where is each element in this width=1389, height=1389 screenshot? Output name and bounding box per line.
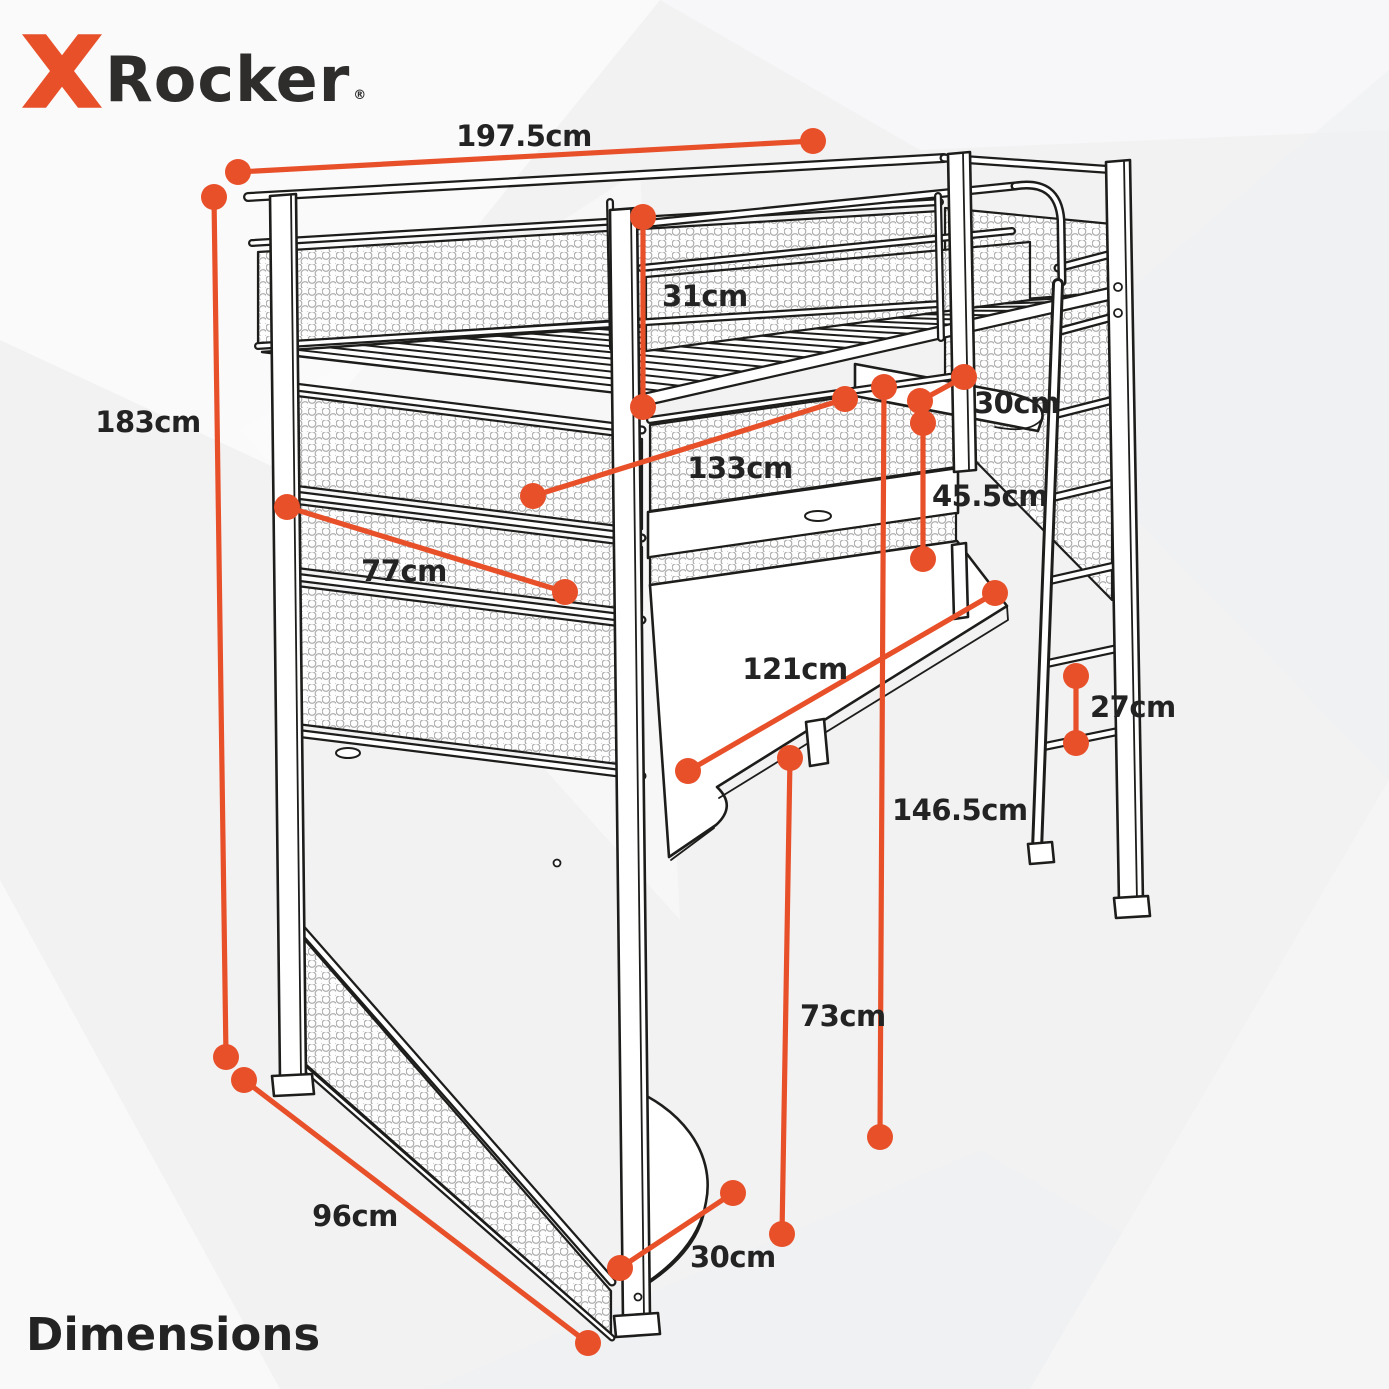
dimension-shelf-width-dot [274,494,300,520]
dimension-guard-height-dot [630,204,656,230]
dimension-guard-height: 31cm [630,204,748,420]
desk-top [648,539,1009,859]
dimension-desk-width-dot [982,580,1008,606]
screw [633,1292,643,1302]
screw [552,858,562,868]
dimension-top-shelf-depth-label: 30cm [974,386,1060,420]
dimension-top-shelf-depth-dot [907,388,933,414]
front-left-foot [612,1311,662,1339]
dimension-length-top: 197.5cm [225,119,826,185]
dimension-length-top-dot [225,159,251,185]
brand-name: Rocker [105,42,351,116]
bolt [1113,308,1123,318]
dimension-annotations: 197.5cm 183cm 31cm 30cm 133cm 45.5cm 77cm 121cm… [95,119,1176,1356]
dimension-end-width-line [241,1077,591,1346]
dimension-bottom-shelf-depth-label: 30cm [690,1240,776,1274]
dimension-overall-height-line [211,194,229,1060]
dimension-desk-width: 121cm [675,580,1008,784]
dimension-bottom-shelf-depth-dot [720,1180,746,1206]
dimension-shelf-to-desk-label: 45.5cm [932,479,1048,513]
back-left-foot [270,1072,316,1098]
registered-mark: ® [353,88,367,103]
dimension-guard-height-dot [630,394,656,420]
dimension-end-width: 96cm [231,1067,601,1356]
front-right-foot [1112,894,1152,920]
bed-line-art [243,150,1152,1342]
dimension-length-top-label: 197.5cm [456,119,592,153]
dimension-shelf-width-label: 77cm [361,554,447,588]
monitor-shelf [646,466,960,560]
dimension-end-width-dot [231,1067,257,1093]
dimension-floor-to-bed-dot [867,1124,893,1150]
dimension-end-width-label: 96cm [312,1199,398,1233]
dimension-floor-to-bed-dot [871,374,897,400]
dimension-inner-length-line [530,396,848,499]
dimension-floor-to-bed: 146.5cm [867,374,1028,1150]
right-end-shelf-edge [994,418,1043,431]
handrail-curve-inner [1013,183,1064,284]
dimension-guard-height-label: 31cm [662,279,748,313]
brand-logo: Rocker ® [22,34,367,116]
dimension-floor-to-bed-label: 146.5cm [892,793,1028,827]
dimension-desk-height-label: 73cm [800,999,886,1033]
front-right-post [1104,158,1145,906]
dimension-top-shelf-depth: 30cm [907,364,1060,420]
dimension-inner-length-label: 133cm [687,451,792,485]
dimension-shelf-width-dot [552,579,578,605]
dimension-desk-height-dot [777,745,803,771]
dimension-inner-length-dot [832,386,858,412]
dimension-shelf-width-line [284,504,568,595]
dimension-ladder-rung-gap: 27cm [1063,663,1176,756]
brand-x-icon [22,34,102,108]
bolt [1113,282,1123,292]
cable-hole [804,510,832,522]
dimension-desk-height: 73cm [769,745,886,1247]
bed-posts [268,150,1152,1339]
dimension-overall-height-dot [213,1044,239,1070]
shelf-hole [335,747,361,759]
page-title: Dimensions [26,1308,321,1361]
dimension-ladder-rung-gap-dot [1063,730,1089,756]
dimension-inner-length: 133cm [520,386,858,509]
dimension-end-width-dot [575,1330,601,1356]
dimension-ladder-rung-gap-label: 27cm [1090,690,1176,724]
dimension-shelf-to-desk-dot [910,410,936,436]
dimension-overall-height: 183cm [95,184,239,1070]
dimension-shelf-to-desk: 45.5cm [910,410,1048,572]
dimension-floor-to-bed-line [877,384,887,1140]
dimension-length-top-dot [800,128,826,154]
dimension-bottom-shelf-depth: 30cm [607,1180,776,1281]
desk-rear-support [950,541,970,621]
dimension-shelf-to-desk-dot [910,546,936,572]
desk-leg [804,717,830,768]
dimension-desk-height-dot [769,1221,795,1247]
bottom-storage-mesh [295,929,613,1336]
dimension-shelf-width: 77cm [274,494,578,605]
ladder-left-foot [1026,840,1056,866]
dimension-ladder-rung-gap-dot [1063,663,1089,689]
dimension-overall-height-dot [201,184,227,210]
dimension-desk-width-dot [675,758,701,784]
back-right-post [946,150,978,474]
dimension-desk-width-label: 121cm [742,652,847,686]
dimension-bottom-shelf-depth-line [617,1190,736,1271]
dimension-top-shelf-depth-dot [951,364,977,390]
dimension-desk-height-line [779,755,793,1237]
dimension-bottom-shelf-depth-dot [607,1255,633,1281]
dimension-overall-height-label: 183cm [95,405,200,439]
dimension-desk-width-line [685,590,998,774]
dimension-length-top-line [235,138,816,175]
dimension-inner-length-dot [520,483,546,509]
frame-rails [243,153,1130,1342]
front-guard-mesh-panel [644,240,1032,353]
